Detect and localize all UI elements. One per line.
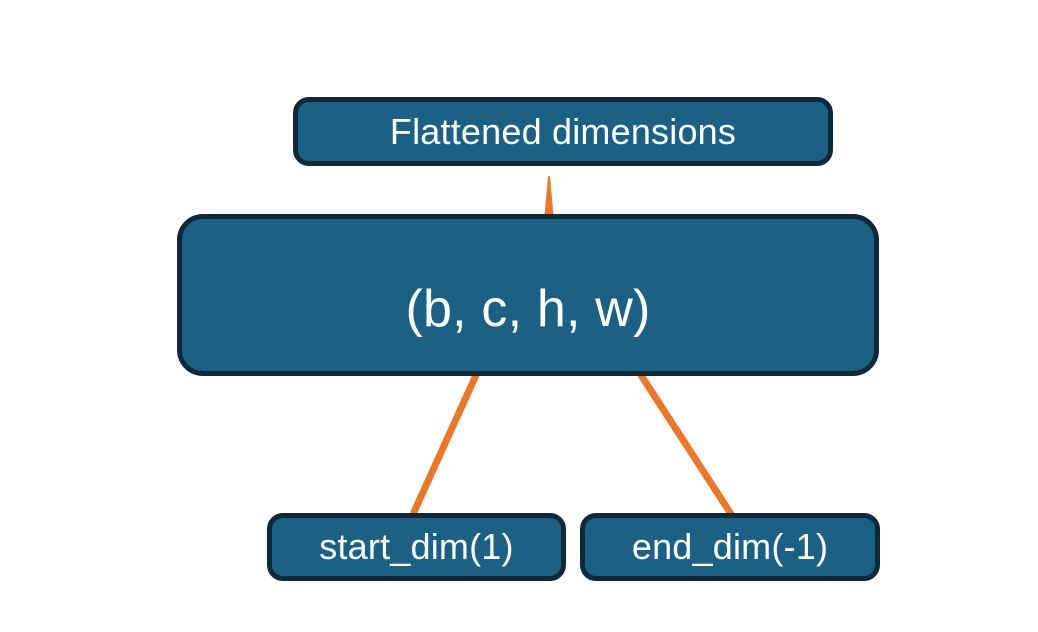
start-dim-box[interactable]: start_dim(1): [267, 513, 566, 581]
start-dim-label: start_dim(1): [319, 526, 514, 567]
flattened-dimensions-label: Flattened dimensions: [389, 110, 737, 152]
tensor-shape-label: (b, c, h, w): [405, 280, 651, 338]
end-dim-box[interactable]: end_dim(-1): [580, 513, 880, 581]
flattened-dimensions-box[interactable]: Flattened dimensions: [293, 97, 833, 166]
tensor-shape-box[interactable]: (b, c, h, w): [177, 214, 879, 376]
end-dim-label: end_dim(-1): [631, 526, 829, 567]
